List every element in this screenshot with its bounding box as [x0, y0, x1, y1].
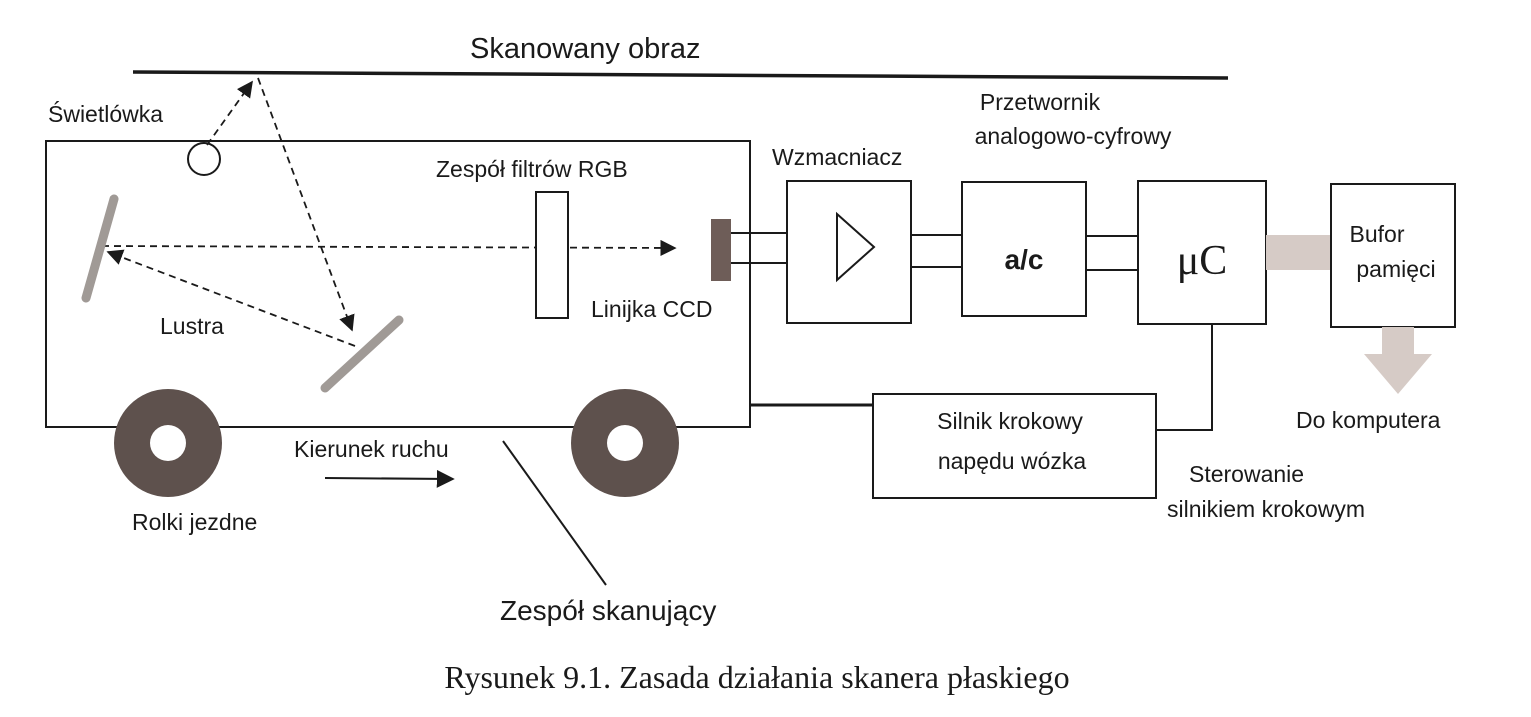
figure-caption: Rysunek 9.1. Zasada działania skanera pł…	[444, 659, 1069, 695]
adc-box	[961, 181, 1087, 317]
to-computer-label: Do komputera	[1296, 407, 1441, 433]
direction-label: Kierunek ruchu	[294, 436, 449, 462]
microcontroller-label: μC	[1177, 238, 1228, 284]
lamp-icon	[187, 142, 221, 176]
motor-label-line1: Silnik krokowy	[937, 408, 1083, 434]
buffer-label-line2: pamięci	[1356, 256, 1435, 282]
roller-left-hub	[150, 425, 186, 461]
mirror-bottom	[320, 315, 404, 393]
scanned-image-line	[132, 70, 1229, 80]
amplifier-label: Wzmacniacz	[772, 144, 902, 170]
microcontroller-box	[1137, 180, 1267, 325]
memory-buffer-box	[1330, 183, 1456, 328]
motor-control-label-line1: Sterowanie	[1189, 461, 1304, 487]
amplifier-box	[786, 180, 912, 324]
buffer-label-line1: Bufor	[1350, 221, 1405, 247]
roller-right-hub	[607, 425, 643, 461]
motor-control-label-line2: silnikiem krokowym	[1167, 496, 1365, 522]
to-computer-arrow-icon	[1364, 327, 1432, 394]
direction-arrow-icon	[324, 469, 455, 488]
light-path	[101, 77, 677, 347]
rollers-label: Rolki jezdne	[132, 509, 257, 535]
amplifier-triangle-icon	[836, 211, 876, 283]
rgb-filters-label: Zespół filtrów RGB	[436, 156, 628, 182]
ccd-label: Linijka CCD	[591, 296, 712, 322]
motor-control-wire	[1156, 324, 1213, 431]
scanning-unit-pointer	[502, 440, 607, 586]
data-bus-arrow	[1266, 235, 1331, 270]
motor-label-line2: napędu wózka	[938, 448, 1087, 474]
adc-box-label: a/c	[1005, 244, 1044, 275]
stepper-motor-box	[872, 393, 1157, 499]
scanning-unit-housing	[45, 140, 751, 428]
adc-label-line1: Przetwornik	[980, 89, 1101, 115]
adc-label-line2: analogowo-cyfrowy	[975, 123, 1172, 149]
lamp-label: Świetlówka	[48, 100, 163, 127]
scanned-image-label: Skanowany obraz	[470, 33, 701, 65]
ccd-sensor	[711, 219, 731, 281]
scanning-unit-label: Zespół skanujący	[500, 595, 716, 626]
rgb-filter	[535, 191, 569, 319]
mirror-left	[81, 194, 119, 303]
mirrors-label: Lustra	[160, 313, 224, 339]
